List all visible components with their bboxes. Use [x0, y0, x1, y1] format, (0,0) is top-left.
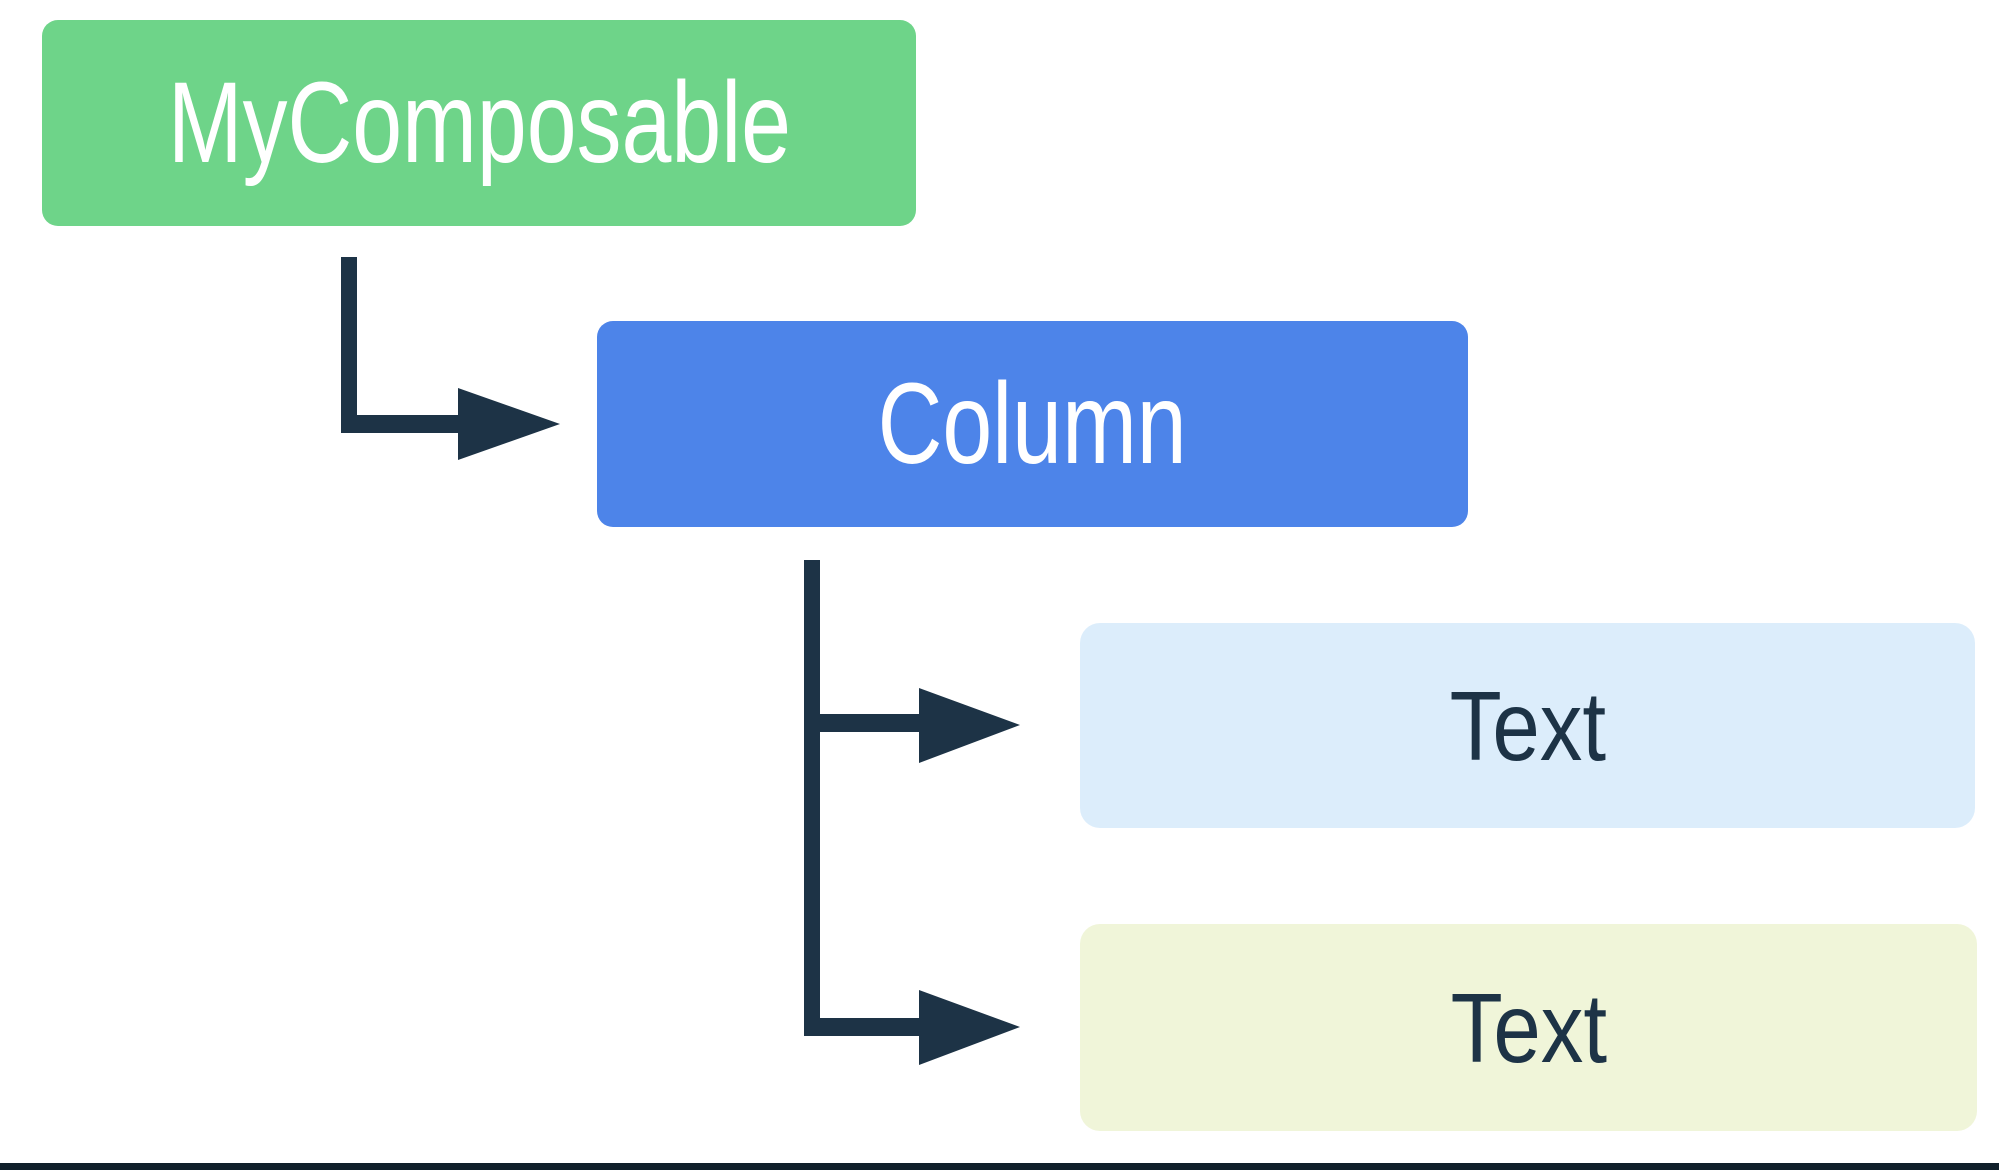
node-column-label: Column [877, 359, 1188, 488]
connector-vertical-segment [804, 560, 820, 1036]
node-text-second-label: Text [1450, 972, 1607, 1083]
connector-mycomposable-to-column [341, 257, 560, 460]
connector-horizontal-segment-text2 [804, 1018, 919, 1036]
node-text-first: Text [1080, 623, 1975, 828]
connector-column-to-texts [804, 560, 1020, 1065]
node-mycomposable: MyComposable [42, 20, 916, 226]
connector-horizontal-segment [341, 415, 458, 433]
connector-horizontal-segment-text1 [804, 714, 919, 732]
node-mycomposable-label: MyComposable [167, 58, 791, 187]
node-column: Column [597, 321, 1468, 527]
node-text-first-label: Text [1449, 670, 1606, 781]
node-text-second: Text [1080, 924, 1977, 1131]
bottom-border-line [0, 1163, 1999, 1170]
connector-vertical-segment [341, 257, 357, 433]
arrowhead-to-text2 [919, 990, 1020, 1065]
arrowhead-to-column [458, 388, 560, 460]
arrowhead-to-text1 [919, 688, 1020, 763]
